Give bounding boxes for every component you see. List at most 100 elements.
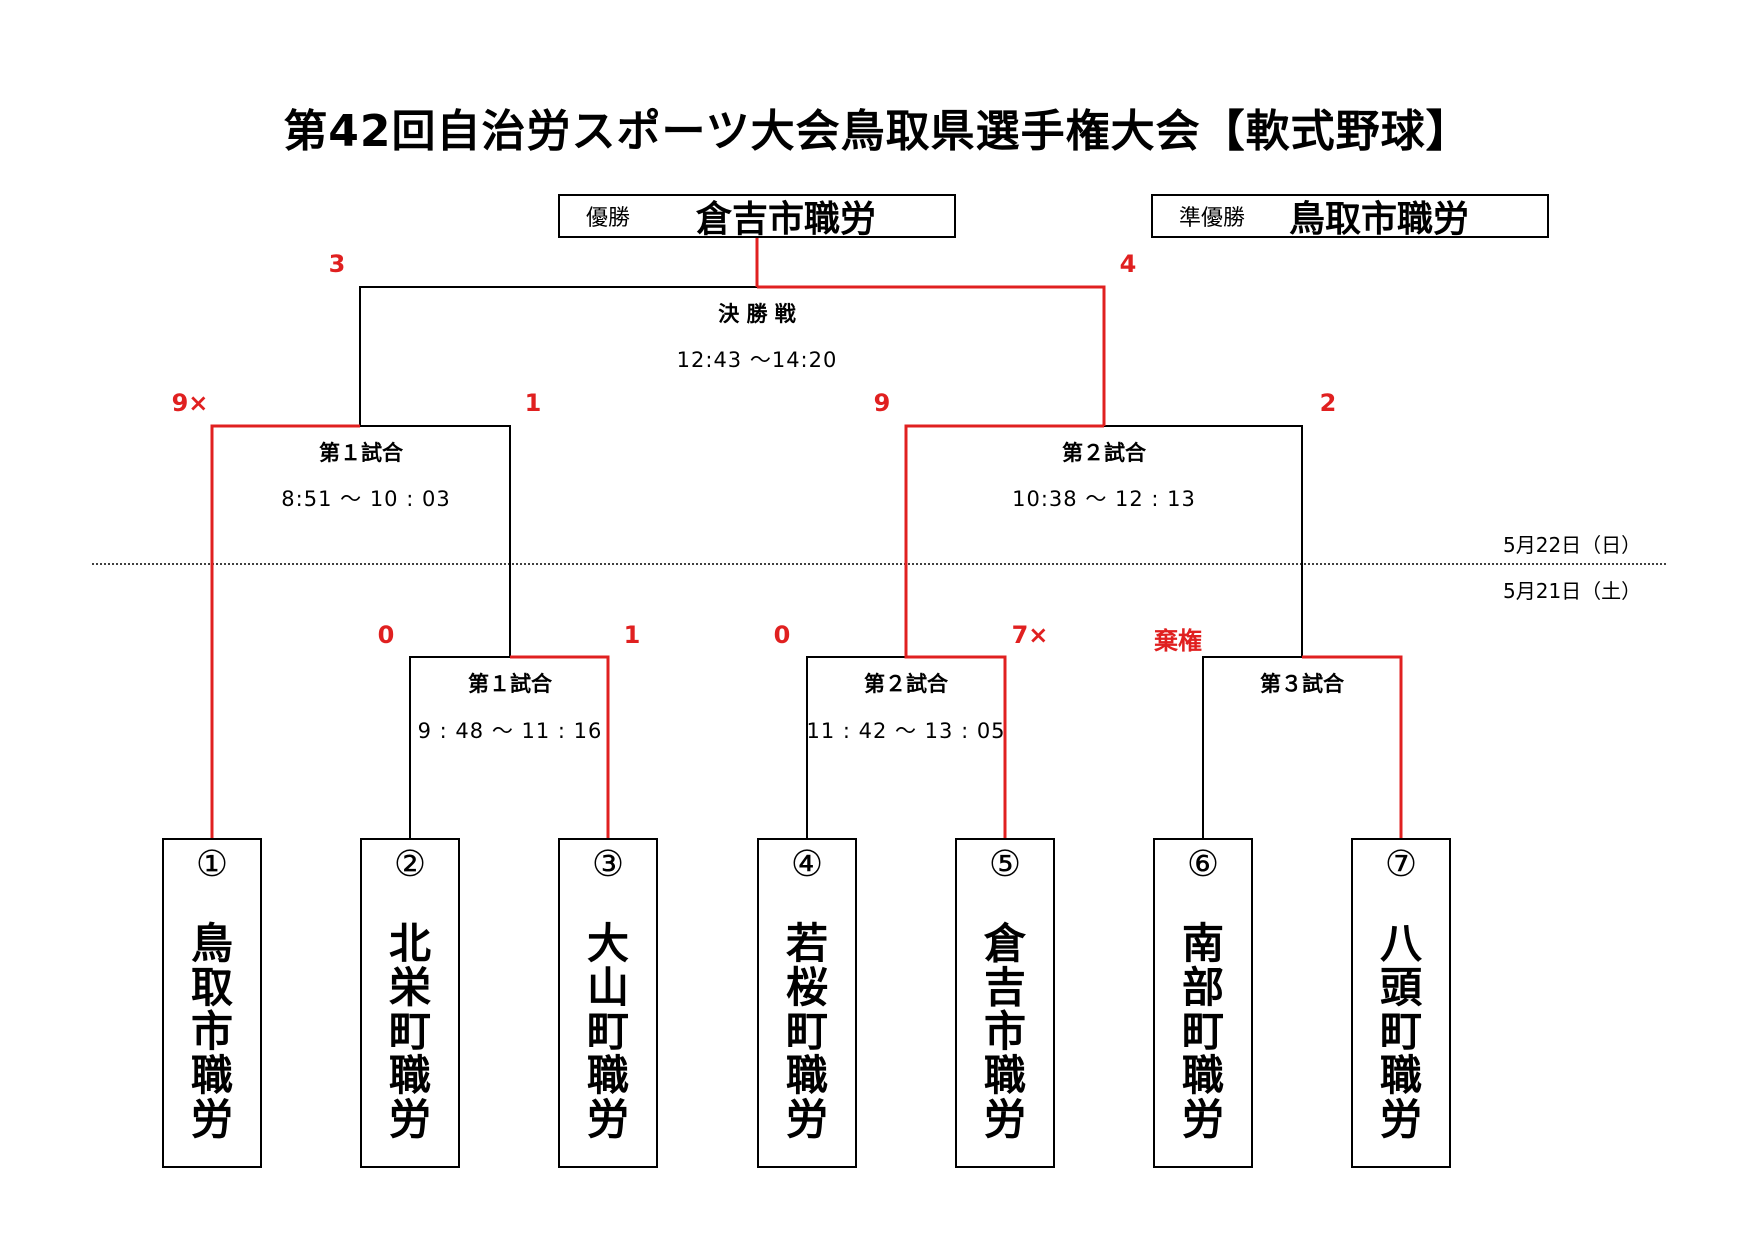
team-name-char: 鳥 xyxy=(190,919,233,968)
runner-up-box: 準優勝 鳥取市職労 xyxy=(1151,194,1549,240)
team-number: ⑦ xyxy=(1384,844,1418,885)
team-box-7: ⑦ 八頭町職労 xyxy=(1351,838,1451,1168)
day2-m1-time: 8:51 〜 10 : 03 xyxy=(281,487,451,511)
line-day2m1-right xyxy=(360,425,511,657)
day1-m2-left-score: 0 xyxy=(773,621,791,649)
team-name-char: 山 xyxy=(586,963,629,1012)
team-name-char: 職 xyxy=(1181,1051,1224,1100)
team-name-char: 桜 xyxy=(785,963,828,1012)
team-name: 若桜町職労 xyxy=(759,922,855,1142)
team-name-char: 労 xyxy=(785,1095,828,1144)
line-team2 xyxy=(409,656,510,838)
team-number: ① xyxy=(195,844,229,885)
team-name: 鳥取市職労 xyxy=(164,922,260,1142)
day2-m2-right-score: 2 xyxy=(1319,389,1337,417)
team-name-char: 労 xyxy=(388,1095,431,1144)
line-team5-win xyxy=(904,424,1104,838)
line-team4 xyxy=(806,656,906,838)
team-name-char: 労 xyxy=(586,1095,629,1144)
team-name-char: 町 xyxy=(785,1007,828,1056)
day1-m2-right-score: 7× xyxy=(1011,621,1049,649)
team-name-char: 職 xyxy=(586,1051,629,1100)
team-name: 倉吉市職労 xyxy=(957,922,1053,1142)
final-match-time: 12:43 〜14:20 xyxy=(676,348,838,372)
runner-up-team: 鳥取市職労 xyxy=(1289,199,1470,240)
line-team6 xyxy=(1202,656,1302,838)
team-name-char: 八 xyxy=(1379,919,1422,968)
date-day1: 5月21日（土） xyxy=(1503,579,1642,603)
team-box-3: ③ 大山町職労 xyxy=(558,838,658,1168)
team-name-char: 町 xyxy=(388,1007,431,1056)
line-final-left xyxy=(359,286,757,426)
final-match-name: 決 勝 戦 xyxy=(718,302,796,326)
team-name-char: 倉 xyxy=(983,919,1026,968)
team-name-char: 町 xyxy=(1379,1007,1422,1056)
line-team3-win xyxy=(510,655,610,838)
final-left-score: 3 xyxy=(328,250,346,278)
day2-m2-left-score: 9 xyxy=(873,389,891,417)
line-team7-win xyxy=(1302,655,1403,838)
team-name-char: 職 xyxy=(388,1051,431,1100)
day1-m1-name: 第１試合 xyxy=(468,672,552,696)
runner-up-label: 準優勝 xyxy=(1179,206,1246,231)
team-name: 八頭町職労 xyxy=(1353,922,1449,1142)
team-name-char: 労 xyxy=(1379,1095,1422,1144)
team-box-5: ⑤ 倉吉市職労 xyxy=(955,838,1055,1168)
team-name-char: 労 xyxy=(1181,1095,1224,1144)
team-name-char: 職 xyxy=(1379,1051,1422,1100)
team-name-char: 職 xyxy=(785,1051,828,1100)
team-name: 南部町職労 xyxy=(1155,922,1251,1142)
team-number: ⑥ xyxy=(1186,844,1220,885)
day1-m1-right-score: 1 xyxy=(623,621,641,649)
team-name: 大山町職労 xyxy=(560,922,656,1142)
team-box-2: ② 北栄町職労 xyxy=(360,838,460,1168)
line-day2m2-right xyxy=(1104,425,1303,657)
team-box-4: ④ 若桜町職労 xyxy=(757,838,857,1168)
date-day2: 5月22日（日） xyxy=(1503,533,1642,557)
day1-m2-time: 11 : 42 〜 13 : 05 xyxy=(806,719,1006,743)
team-box-1: ① 鳥取市職労 xyxy=(162,838,262,1168)
line-day2m2-win xyxy=(757,285,1106,426)
team-name-char: 市 xyxy=(190,1007,233,1056)
final-right-score: 4 xyxy=(1119,250,1137,278)
champion-label: 優勝 xyxy=(586,206,631,231)
champion-team: 倉吉市職労 xyxy=(696,199,877,240)
team-name-char: 北 xyxy=(388,919,431,968)
day1-m1-time: 9 : 48 〜 11 : 16 xyxy=(417,719,603,743)
team-name-char: 職 xyxy=(983,1051,1026,1100)
day1-m1-left-score: 0 xyxy=(377,621,395,649)
team-name-char: 取 xyxy=(190,963,233,1012)
team-name-char: 南 xyxy=(1181,919,1224,968)
team-name-char: 栄 xyxy=(388,963,431,1012)
team-name-char: 部 xyxy=(1181,963,1224,1012)
team-name-char: 市 xyxy=(983,1007,1026,1056)
team-number: ③ xyxy=(591,844,625,885)
team-number: ⑤ xyxy=(988,844,1022,885)
day2-m2-name: 第２試合 xyxy=(1062,441,1146,465)
team-name-char: 労 xyxy=(983,1095,1026,1144)
day1-m3-name: 第３試合 xyxy=(1260,672,1344,696)
team-name-char: 吉 xyxy=(983,963,1026,1012)
day2-m1-name: 第１試合 xyxy=(319,441,403,465)
page-title: 第42回自治労スポーツ大会鳥取県選手権大会【軟式野球】 xyxy=(283,106,1471,157)
team-name-char: 職 xyxy=(190,1051,233,1100)
team-name-char: 町 xyxy=(586,1007,629,1056)
team-number: ④ xyxy=(790,844,824,885)
day1-m2-name: 第２試合 xyxy=(864,672,948,696)
day2-m2-time: 10:38 〜 12 : 13 xyxy=(1012,487,1196,511)
team-box-6: ⑥ 南部町職労 xyxy=(1153,838,1253,1168)
team-name-char: 若 xyxy=(785,919,828,968)
team-name-char: 町 xyxy=(1181,1007,1224,1056)
team-name-char: 労 xyxy=(190,1095,233,1144)
day1-m3-forfeit: 棄権 xyxy=(1154,627,1202,655)
team-name-char: 大 xyxy=(586,919,629,968)
champion-box: 優勝 倉吉市職労 xyxy=(558,194,956,240)
team-number: ② xyxy=(393,844,427,885)
day2-m1-right-score: 1 xyxy=(524,389,542,417)
day2-m1-left-score: 9× xyxy=(171,389,209,417)
team-name-char: 頭 xyxy=(1379,963,1422,1012)
team-name: 北栄町職労 xyxy=(362,922,458,1142)
line-team1-win xyxy=(210,424,360,838)
